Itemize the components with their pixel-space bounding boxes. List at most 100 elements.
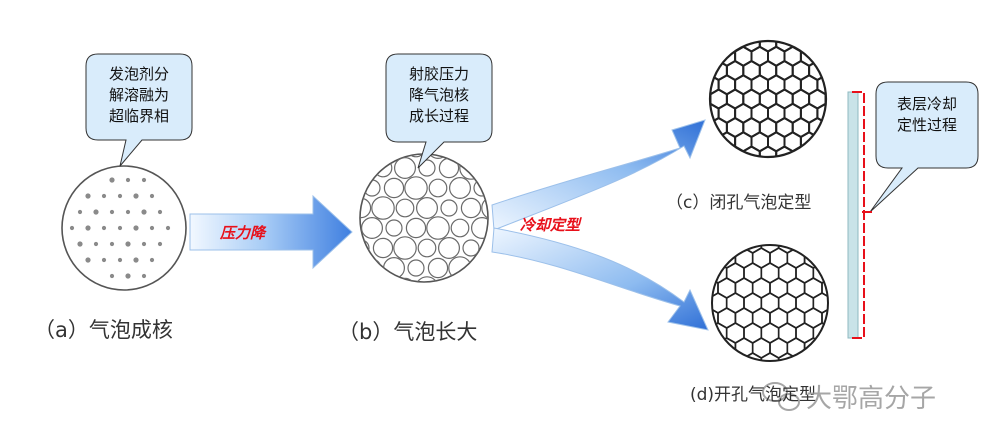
growing-bubble	[450, 218, 470, 238]
foam-cell	[859, 33, 876, 52]
foam-cell	[719, 18, 736, 37]
nucleation-callout-text: 发泡剂分 解溶融为 超临界相	[108, 65, 169, 125]
foam-cell	[666, 218, 683, 238]
foam-cell	[777, 352, 797, 361]
growing-bubble	[460, 277, 483, 282]
foam-cell	[817, 161, 833, 180]
foam-cell	[712, 352, 728, 361]
foam-cell	[735, 161, 751, 180]
foam-cell	[775, 145, 794, 157]
nucleus-dot	[133, 257, 139, 263]
foam-cell	[785, 18, 801, 37]
foam-cell	[657, 263, 674, 283]
growing-bubble	[484, 279, 488, 282]
foam-cell	[859, 175, 876, 194]
foam-cell	[735, 218, 752, 238]
foam-cell	[874, 248, 891, 268]
foam-cell	[839, 338, 856, 358]
growing-bubble	[472, 258, 488, 278]
growing-bubble	[361, 154, 383, 159]
foam-cell	[865, 293, 882, 313]
nucleus-dot	[125, 177, 131, 183]
nucleus-dot	[149, 193, 155, 199]
pressure-drop-label: 压力降	[220, 224, 266, 242]
cooling-arrow-upper	[491, 119, 706, 231]
foam-cell	[831, 233, 848, 253]
foam-cell	[727, 4, 743, 23]
foam-cell	[793, 4, 809, 23]
foam-cell	[686, 104, 703, 123]
foam-cell	[865, 353, 882, 373]
foam-cell	[692, 353, 709, 373]
foam-cell	[859, 147, 876, 166]
foam-cell	[686, 75, 703, 94]
nucleus-dot	[85, 193, 91, 199]
foam-cell	[768, 161, 785, 180]
nucleus-dot	[125, 209, 131, 215]
foam-cell	[661, 33, 678, 52]
foam-cell	[683, 218, 700, 238]
foam-cell	[857, 338, 874, 358]
foam-cell	[824, 59, 826, 82]
nucleation-circle	[61, 165, 187, 291]
foam-cell	[834, 18, 851, 37]
growing-bubble	[439, 278, 459, 282]
growing-bubble	[395, 198, 415, 218]
foam-cell	[867, 18, 884, 37]
growing-bubble	[361, 217, 384, 240]
foam-cell	[669, 161, 685, 180]
foam-cell	[752, 18, 769, 37]
foam-cell	[725, 352, 745, 361]
growing-bubble	[342, 140, 358, 156]
foam-cell	[683, 248, 700, 268]
foam-cell	[808, 41, 826, 53]
foam-cell	[657, 323, 674, 343]
foam-cell	[874, 218, 891, 238]
foam-cell	[675, 263, 692, 283]
foam-cell	[678, 4, 695, 23]
foam-cell	[701, 218, 718, 238]
foam-cell	[874, 338, 891, 358]
cooling-arrow-lower	[491, 227, 709, 331]
nucleus-dot	[149, 257, 155, 263]
nucleus-dot	[93, 209, 99, 215]
foam-cell	[859, 118, 876, 137]
growing-bubble	[360, 156, 373, 180]
foam-cell	[743, 352, 763, 361]
growing-bubble	[372, 237, 394, 259]
foam-cell	[768, 18, 785, 37]
foam-cell	[770, 218, 787, 238]
foam-cell	[702, 161, 718, 180]
growing-bubble	[394, 157, 417, 180]
growing-bubble	[462, 239, 480, 257]
growing-bubble	[460, 197, 482, 219]
foam-cell	[710, 41, 712, 53]
foam-cell	[710, 41, 728, 53]
growing-bubble	[440, 199, 458, 217]
growing-bubble	[427, 154, 450, 160]
foam-cell	[686, 18, 703, 37]
growing-bubble	[471, 217, 488, 240]
surface-layer-bracket	[852, 91, 865, 339]
foam-cell	[661, 90, 678, 109]
foam-cell	[666, 248, 683, 268]
nucleus-dot	[149, 225, 155, 231]
foam-cell	[710, 45, 720, 67]
growing-bubble	[427, 257, 449, 279]
foam-cell	[857, 278, 874, 298]
surface-layer-bar	[847, 91, 859, 339]
foam-cell	[857, 308, 874, 328]
foam-cell	[812, 352, 828, 361]
foam-cell	[710, 131, 720, 153]
foam-cell	[661, 4, 678, 23]
foam-cell	[874, 308, 891, 328]
growing-bubble	[385, 219, 403, 237]
nucleus-dot	[141, 241, 147, 247]
growth-callout-bubble	[385, 53, 493, 169]
foam-cell	[760, 4, 776, 23]
foam-cell	[799, 131, 819, 153]
foam-cell	[842, 4, 859, 23]
foam-cell	[813, 203, 830, 223]
foam-cell	[712, 247, 719, 269]
growth-callout-text: 射胶压力 降气泡核 成长过程	[408, 65, 469, 125]
